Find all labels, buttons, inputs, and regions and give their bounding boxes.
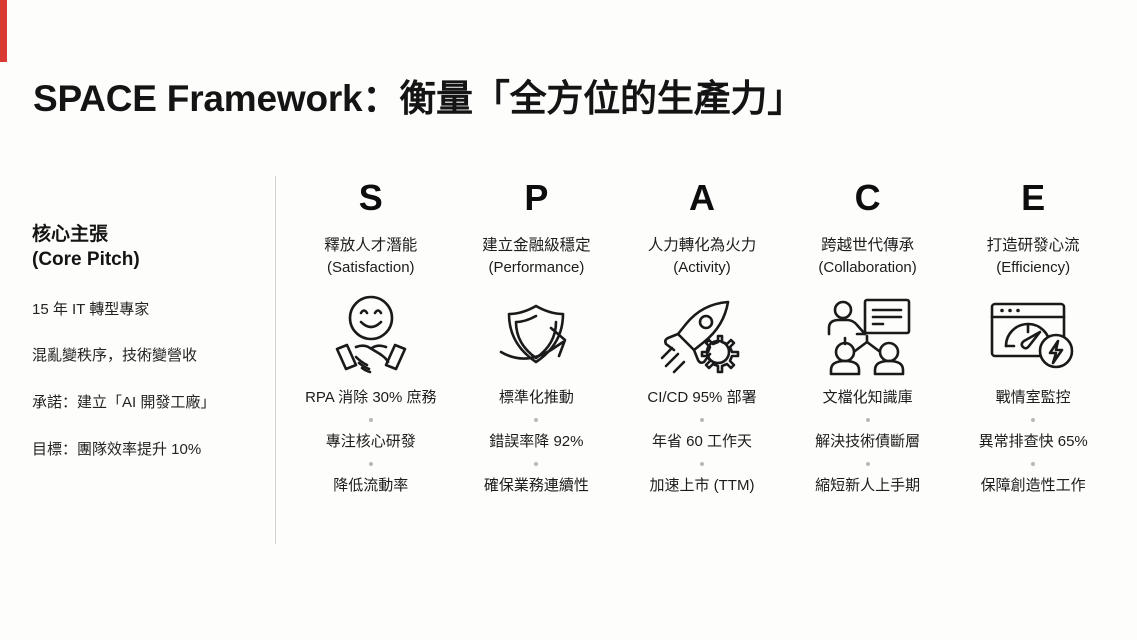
dashboard-speed-bolt-icon: [986, 293, 1080, 379]
bullet-item: 解決技術債斷層: [815, 433, 921, 450]
core-pitch-line: 15 年 IT 轉型專家: [32, 300, 150, 318]
core-pitch-line: 承諾：建立「AI 開發工廠」: [32, 394, 216, 412]
column-heading-zh: 建立金融級穩定: [482, 237, 591, 254]
bullet-item: 年省 60 工作天: [651, 433, 752, 450]
bullet-separator-dot: [368, 418, 373, 422]
column-heading-zh: 打造研發心流: [986, 237, 1080, 254]
bullet-separator-dot: [699, 418, 704, 422]
core-pitch-heading-en: (Core Pitch): [32, 249, 140, 271]
bullet-item: 保障創造性工作: [980, 477, 1086, 494]
bullet-item: CI/CD 95% 部署: [647, 389, 757, 406]
column-heading-en: (Activity): [673, 259, 731, 276]
bullet-item: 錯誤率降 92%: [489, 433, 584, 450]
space-columns: S 釋放人才潛能 (Satisfaction) RPA 消除 30% 庶務: [288, 176, 1116, 544]
column-letter: P: [524, 177, 549, 218]
presentation-team-icon: [821, 293, 915, 379]
bullet-item: 降低流動率: [333, 477, 409, 494]
column-letter: E: [1021, 177, 1046, 218]
bullet-separator-dot: [865, 462, 870, 466]
column-letter: C: [854, 177, 881, 218]
rocket-gear-icon: [654, 293, 750, 379]
column-letter: A: [688, 177, 715, 218]
bullet-separator-dot: [699, 462, 704, 466]
accent-bar: [0, 0, 7, 62]
column-bullets: RPA 消除 30% 庶務 專注核心研發 降低流動率: [305, 389, 436, 495]
bullet-item: 文檔化知識庫: [822, 389, 913, 406]
bullet-separator-dot: [1031, 418, 1036, 422]
column-bullets: CI/CD 95% 部署 年省 60 工作天 加速上市 (TTM): [647, 389, 756, 495]
column-heading-en: (Efficiency): [996, 259, 1071, 276]
core-pitch-heading: 核心主張 (Core Pitch): [32, 222, 262, 273]
column-heading-en: (Performance): [488, 259, 585, 276]
core-pitch-heading-zh: 核心主張: [32, 224, 109, 245]
bullet-item: 專注核心研發: [325, 433, 416, 450]
bullet-separator-dot: [368, 462, 373, 466]
bullet-item: 加速上市 (TTM): [649, 477, 755, 494]
bullet-separator-dot: [534, 418, 539, 422]
bullet-item: 確保業務連續性: [483, 477, 589, 494]
column-heading-en: (Satisfaction): [327, 259, 415, 276]
core-pitch-panel: 核心主張 (Core Pitch) 15 年 IT 轉型專家 混亂變秩序，技術變…: [32, 222, 262, 461]
bullet-item: 異常排查快 65%: [978, 433, 1088, 450]
shield-arrow-icon: [491, 293, 581, 379]
column-bullets: 戰情室監控 異常排查快 65% 保障創造性工作: [979, 389, 1088, 495]
core-pitch-lines: 15 年 IT 轉型專家 混亂變秩序，技術變營收 承諾：建立「AI 開發工廠」 …: [32, 299, 262, 461]
column-heading-en: (Collaboration): [818, 259, 917, 276]
space-column-a: A 人力轉化為火力 (Activity) CI/CD 95% 部署 年省 60 …: [619, 176, 785, 544]
space-column-c: C 跨越世代傳承 (Collaboration): [785, 176, 951, 544]
space-column-e: E 打造研發心流 (Efficiency) 戰情室監控 異常排查快 65: [950, 176, 1116, 544]
space-column-s: S 釋放人才潛能 (Satisfaction) RPA 消除 30% 庶務: [288, 176, 454, 544]
bullet-item: 縮短新人上手期: [815, 477, 921, 494]
column-bullets: 文檔化知識庫 解決技術債斷層 縮短新人上手期: [815, 389, 920, 495]
bullet-item: 標準化推動: [498, 389, 574, 406]
handshake-smiley-icon: [323, 293, 419, 379]
bullet-separator-dot: [1031, 462, 1036, 466]
column-bullets: 標準化推動 錯誤率降 92% 確保業務連續性: [484, 389, 589, 495]
core-pitch-line: 目標：團隊效率提升 10%: [32, 440, 202, 458]
page-title: SPACE Framework：衡量「全方位的生產力」: [33, 78, 805, 119]
column-heading-zh: 跨越世代傳承: [821, 237, 915, 254]
column-letter: S: [358, 177, 383, 218]
space-column-p: P 建立金融級穩定 (Performance) 標準化推動 錯誤率降 92% 確…: [454, 176, 620, 544]
bullet-item: 戰情室監控: [995, 389, 1071, 406]
bullet-separator-dot: [534, 462, 539, 466]
column-heading-zh: 釋放人才潛能: [324, 237, 418, 254]
column-heading-zh: 人力轉化為火力: [647, 237, 757, 254]
bullet-separator-dot: [865, 418, 870, 422]
core-pitch-line: 混亂變秩序，技術變營收: [32, 347, 198, 365]
bullet-item: RPA 消除 30% 庶務: [305, 389, 437, 406]
vertical-divider: [275, 176, 276, 544]
